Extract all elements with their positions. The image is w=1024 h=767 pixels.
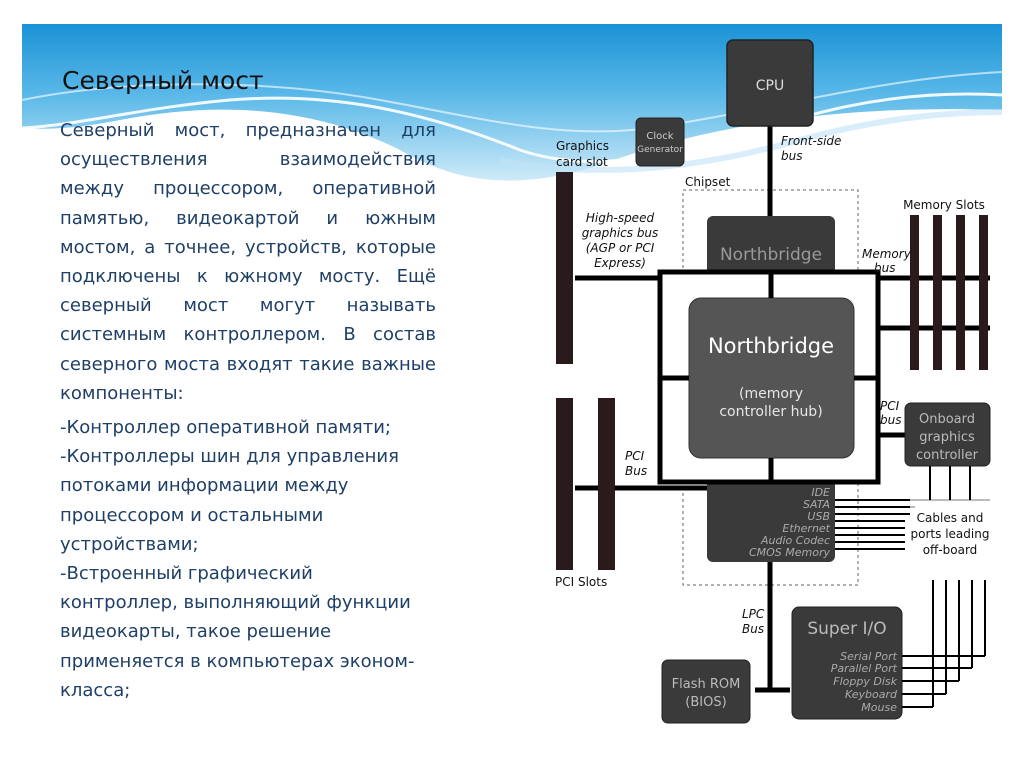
super-io-port-lines — [902, 580, 986, 708]
pci-slot — [556, 398, 573, 570]
northbridge-back-box — [707, 216, 835, 286]
pci-bus-left-label: Bus — [625, 464, 647, 478]
pci-bus-right-label: PCI — [880, 399, 900, 413]
cable-lines — [835, 499, 910, 550]
onboard-graphics-ports — [929, 466, 971, 500]
lpc-bus-label: Bus — [742, 622, 764, 636]
flash-rom-label: Flash ROM — [672, 677, 741, 692]
list-item: -Контроллеры шин для управления потоками… — [60, 446, 399, 555]
super-io-item: Keyboard — [845, 688, 898, 701]
pci-slot — [598, 398, 615, 570]
southbridge-box — [707, 470, 835, 562]
northbridge-main-label: Northbridge — [708, 334, 834, 358]
onboard-graphics-label: graphics — [919, 430, 975, 445]
graphics-card-slot — [556, 172, 573, 364]
memory-bus-label: Memory — [862, 247, 912, 261]
southbridge-item: Audio Codec — [760, 534, 830, 547]
super-io-box — [791, 606, 903, 720]
cables-label: off-board — [923, 543, 978, 557]
super-io-item: Floppy Disk — [833, 675, 897, 688]
memory-slot — [910, 215, 919, 370]
southbridge-item: IDE — [811, 486, 830, 499]
chipset-label: Chipset — [685, 175, 731, 189]
list-item: -Контроллер оперативной памяти; — [60, 417, 391, 439]
northbridge-main-box — [688, 297, 855, 459]
memory-bus-label: bus — [874, 261, 895, 275]
clock-generator-label: Generator — [637, 145, 683, 155]
flash-rom-label: (BIOS) — [685, 695, 726, 710]
graphics-card-slot-label: card slot — [556, 155, 608, 169]
onboard-graphics-label: controller — [916, 448, 979, 463]
memory-slot — [933, 215, 942, 370]
high-speed-bus-label: (AGP or PCI — [586, 241, 655, 255]
clock-generator-label: Clock — [646, 131, 673, 142]
super-io-item: Parallel Port — [831, 662, 898, 675]
high-speed-bus-label: graphics bus — [582, 226, 659, 240]
memory-slot — [956, 215, 965, 370]
southbridge-item: Ethernet — [782, 522, 830, 535]
component-list: -Контроллер оперативной памяти; -Контрол… — [60, 413, 436, 705]
southbridge-item: USB — [807, 510, 830, 523]
pci-slots-label: PCI Slots — [555, 575, 607, 589]
cables-label: ports leading — [911, 527, 990, 541]
front-side-bus-label: bus — [781, 149, 802, 163]
super-io-item: Serial Port — [840, 650, 898, 663]
intro-paragraph: Северный мост, предназначен для осуществ… — [60, 120, 436, 404]
northbridge-sub-label: (memory — [739, 386, 803, 402]
lpc-bus-label: LPC — [742, 607, 765, 621]
flash-rom-box — [661, 659, 751, 724]
onboard-graphics-label: Onboard — [919, 412, 975, 427]
cables-label: Cables and — [917, 511, 984, 525]
high-speed-bus-label: High-speed — [586, 211, 655, 225]
memory-slot — [979, 215, 988, 370]
northbridge-sub-label: controller hub) — [719, 404, 822, 420]
clock-generator-box — [635, 117, 685, 167]
slide-title: Северный мост — [62, 66, 264, 95]
front-side-bus-label: Front-side — [781, 134, 841, 148]
cpu-label: CPU — [756, 78, 784, 94]
graphics-card-slot-label: Graphics — [556, 139, 609, 153]
super-io-item: Mouse — [861, 701, 897, 714]
northbridge-back-label: Northbridge — [720, 245, 822, 265]
onboard-graphics-box — [904, 402, 991, 467]
pci-bus-left-label: PCI — [625, 449, 645, 463]
body-text: Северный мост, предназначен для осуществ… — [60, 116, 436, 705]
memory-slots-label: Memory Slots — [903, 198, 985, 212]
cpu-box — [726, 39, 814, 127]
southbridge-item: CMOS Memory — [749, 546, 831, 559]
southbridge-item: SATA — [803, 498, 830, 511]
cable-line-fades — [910, 499, 990, 508]
chipset-diagram: Chipset CPU Clock Generator Northbridge — [555, 39, 991, 724]
list-item: -Встроенный графический контроллер, выпо… — [60, 563, 415, 701]
super-io-label: Super I/O — [807, 619, 886, 639]
pci-bus-right-label: bus — [880, 413, 901, 427]
high-speed-bus-label: Express) — [594, 256, 646, 270]
